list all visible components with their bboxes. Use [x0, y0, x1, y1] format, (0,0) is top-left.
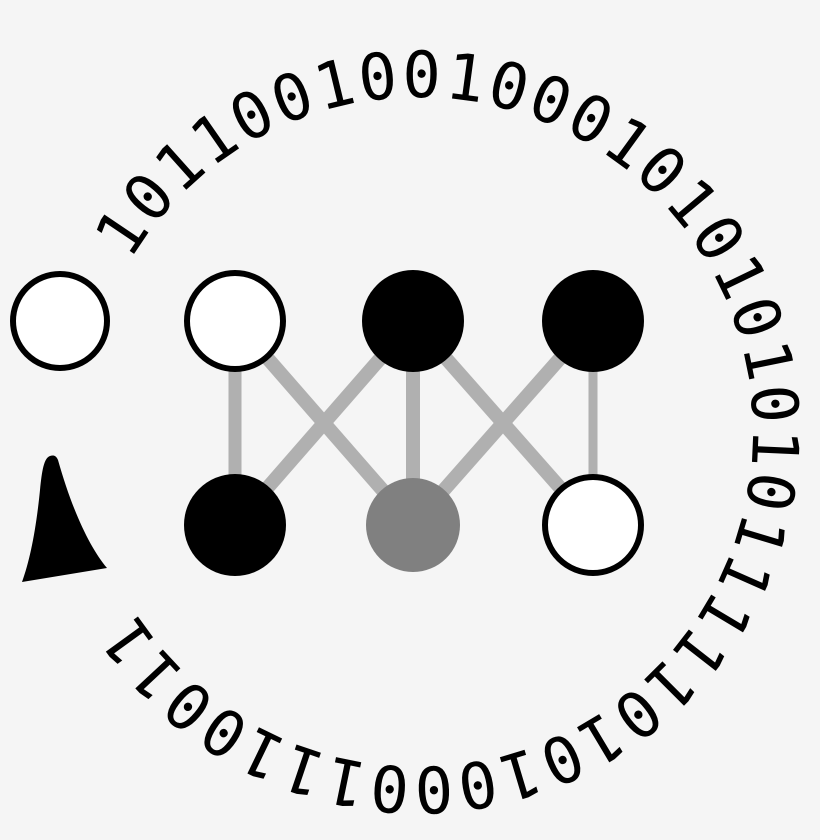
- lone-node-circle: [10, 271, 110, 371]
- node-b2: [366, 478, 460, 572]
- node-t1: [184, 270, 286, 372]
- network-nodes: [184, 270, 644, 576]
- node-b1: [184, 474, 286, 576]
- node-b3: [542, 474, 644, 576]
- node-t3: [542, 270, 644, 372]
- node-t2: [362, 270, 464, 372]
- arrowhead-icon: [22, 455, 107, 582]
